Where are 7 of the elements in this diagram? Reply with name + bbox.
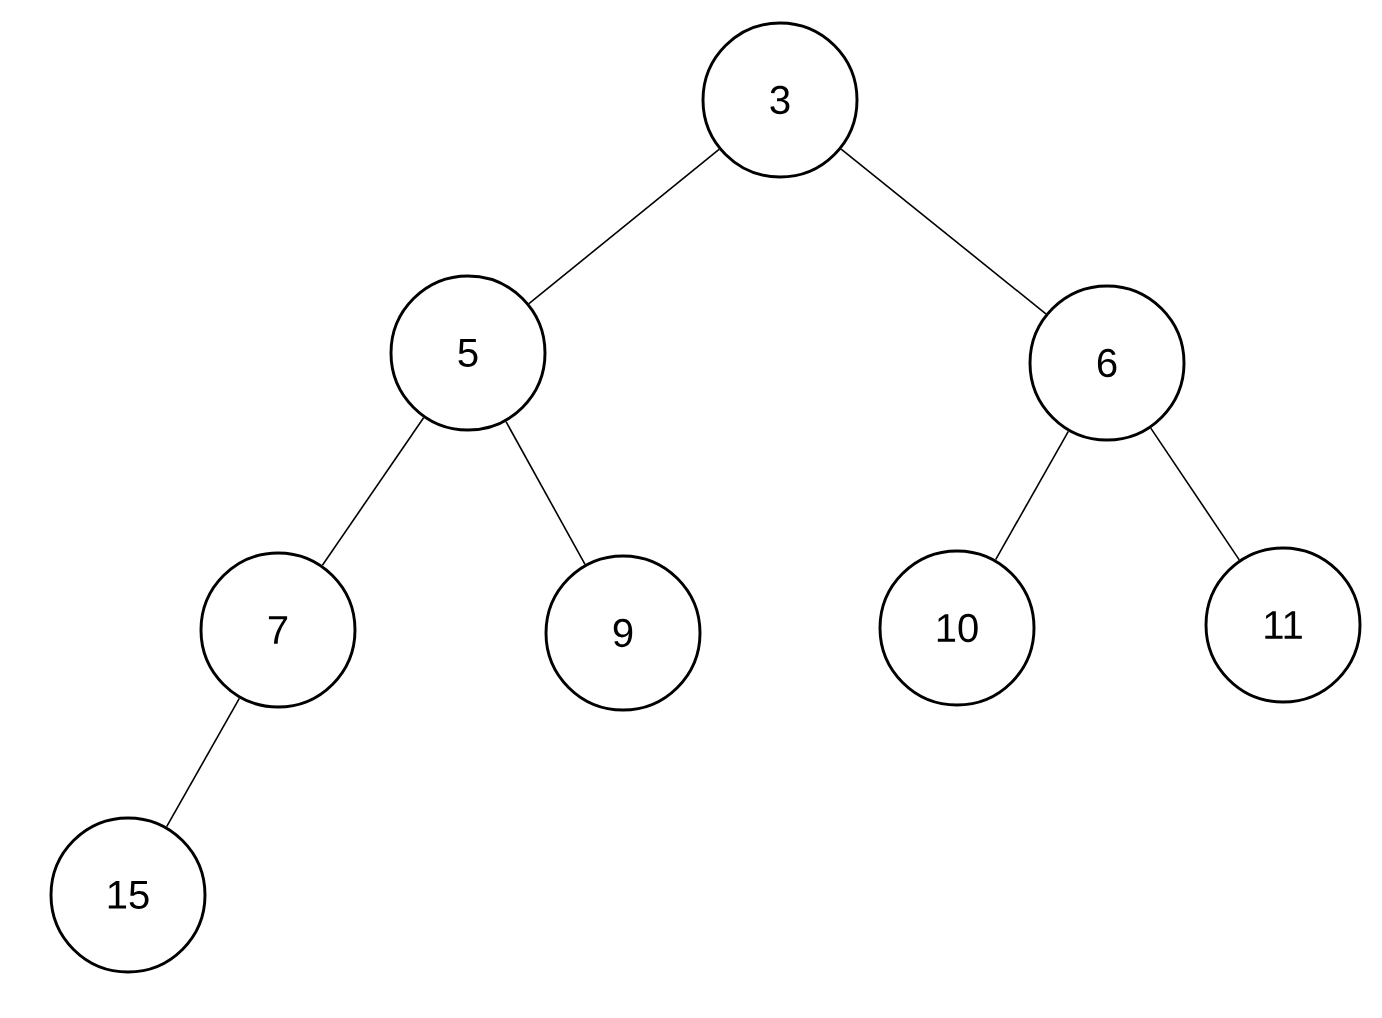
tree-edge: [505, 420, 586, 566]
tree-edge: [528, 148, 720, 305]
tree-edge: [165, 697, 241, 828]
tree-edge: [840, 148, 1047, 315]
tree-edge: [321, 416, 425, 567]
tree-edge: [994, 430, 1070, 561]
tree-edge: [1149, 427, 1241, 561]
